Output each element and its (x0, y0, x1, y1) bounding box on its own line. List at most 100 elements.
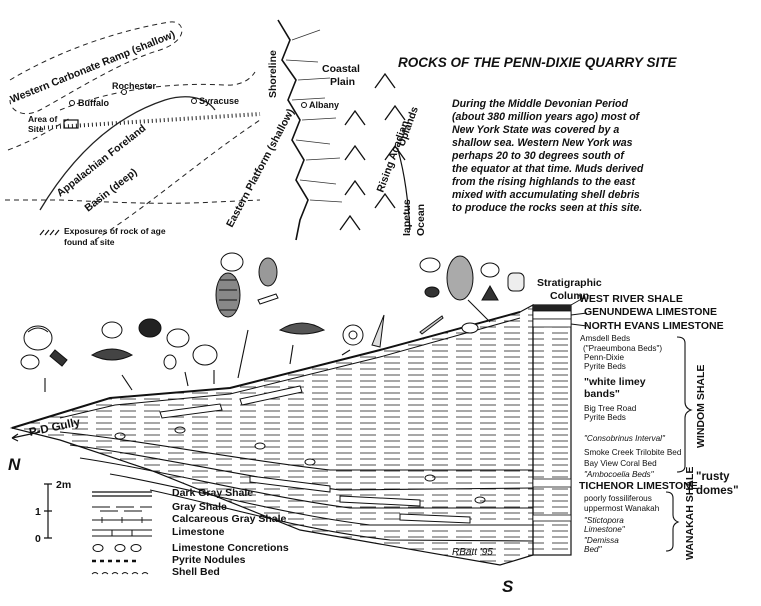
surface-shell-bed (11, 311, 521, 429)
brachiopod-icon (480, 262, 500, 278)
column-label-2: Column (550, 290, 589, 302)
description-line: from the rising highlands to the east (452, 176, 636, 188)
unit-label: "Ambocoelia Beds" (584, 470, 655, 479)
description-line: New York State was covered by a (452, 124, 620, 136)
description-line: to produce the rocks seen at this site. (452, 202, 643, 214)
coastal-label-1: Coastal (322, 63, 360, 75)
quarry-cross-section (9, 299, 534, 566)
artist-signature: RBatt '95 (452, 547, 493, 558)
paleogeography-map (5, 19, 411, 241)
pyrite-nodules-legend-item: Pyrite Nodules (92, 554, 246, 566)
albany-label: Albany (309, 100, 339, 110)
gray-shale-legend-item: Gray Shale (92, 501, 227, 513)
exposure-symbol (39, 229, 60, 236)
concretion-symbol (92, 544, 104, 552)
shoreline-label: Shoreline (267, 50, 279, 98)
dark-gray-shale-symbol (92, 491, 152, 497)
ramp-boundary (9, 21, 183, 115)
scale-top-label: 2m (56, 479, 71, 491)
coastal-plain-hatch (285, 29, 343, 203)
unit-label: Amsdell Beds (580, 334, 630, 343)
coral-icon (49, 349, 68, 367)
unit-label: Bed" (584, 545, 603, 554)
rusty-domes-label-2: domes" (696, 485, 739, 497)
unit-label: poorly fossiliferous (584, 494, 652, 503)
limestone-bands (159, 385, 471, 524)
limestone-symbol (92, 529, 152, 537)
brachiopod-icon (138, 318, 162, 338)
bed-lines (59, 431, 534, 542)
column-bracket-arrows (570, 296, 588, 327)
unit-label: TICHENOR LIMESTONE (579, 480, 698, 492)
coral-icon (424, 286, 440, 298)
crinoid-icon (257, 293, 279, 305)
coral-icon (481, 284, 499, 301)
unit-label: ("Praeumbona Beds") (583, 344, 662, 353)
unit-label: "white limey (584, 376, 646, 388)
cone-shell-icon (371, 314, 385, 348)
area-of-label: Area of (28, 114, 57, 124)
brachiopod-icon (461, 322, 479, 334)
legend-label: Gray Shale (172, 501, 227, 513)
concretion-symbol (130, 544, 142, 552)
unit-label: GENUNDEWA LIMESTONE (584, 306, 717, 318)
unit-label: Pyrite Beds (584, 362, 626, 371)
buffalo-marker (69, 100, 75, 106)
concretions (114, 426, 486, 504)
shell-bed-legend-item: Shell Bed (91, 566, 220, 578)
limestone-legend-item: Limestone (92, 526, 225, 538)
wanakah-shale-label: WANAKAH SHALE (684, 467, 696, 560)
legend-label: Pyrite Nodules (172, 554, 246, 566)
scale-bar (44, 483, 52, 539)
north-label: N (8, 455, 21, 474)
syracuse-marker (191, 98, 197, 104)
bryozoan-icon (507, 272, 525, 292)
trilobite-icon (215, 272, 241, 318)
shell-bed-symbol (91, 572, 149, 575)
south-label: S (502, 577, 514, 596)
iapetus-margin (397, 149, 411, 231)
syracuse-label: Syracuse (199, 96, 239, 106)
state-boundary-north (59, 71, 256, 111)
unit-label: Limestone" (584, 525, 626, 534)
state-boundary-south (5, 199, 261, 204)
description-line: (about 380 million years ago) most of (452, 111, 640, 123)
column-top-shale (533, 305, 571, 311)
exposure-label-2: found at site (64, 237, 115, 247)
dark-gray-shale-legend-item: Dark Gray Shale (92, 487, 253, 499)
unit-label: "Stictopora (584, 516, 624, 525)
column-tichenor (532, 478, 572, 488)
legend-label: Limestone (172, 526, 225, 538)
legend-label: Shell Bed (172, 566, 220, 578)
outcrop-belt (39, 112, 261, 130)
description-line: During the Middle Devonian Period (452, 98, 628, 110)
platform-edge (94, 119, 261, 241)
scale-mid-label: 1 (35, 506, 41, 518)
diagram-title: ROCKS OF THE PENN-DIXIE QUARRY SITE (398, 55, 678, 70)
scale-bottom-label: 0 (35, 533, 41, 545)
brachiopod-icon (163, 354, 177, 370)
calcareous-gray-shale-symbol (92, 517, 152, 523)
foreland-label-1: Appalachian Foreland (54, 122, 148, 199)
spiriferid-icon (90, 348, 134, 361)
unit-label: uppermost Wanakah (584, 504, 660, 513)
unit-label: "Demissa (584, 536, 619, 545)
fossil-drawings (20, 252, 525, 370)
spiriferid-icon (278, 322, 326, 335)
legend-label: Limestone Concretions (172, 542, 289, 554)
rusty-domes-label-1: "rusty (696, 471, 730, 483)
unit-label: Smoke Creek Trilobite Bed (584, 448, 682, 457)
fossil-arrows (44, 299, 491, 392)
brachiopod-icon (419, 257, 441, 273)
iapetus-label-1: Iapetus (401, 199, 413, 236)
brachiopod-icon (101, 321, 123, 339)
column-label-1: Stratigraphic (537, 277, 602, 289)
rochester-marker (121, 89, 127, 95)
stratigraphic-column (532, 296, 588, 556)
iapetus-label-2: Ocean (415, 204, 427, 236)
unit-label: Pyrite Beds (584, 413, 626, 422)
column-genundewa (532, 310, 572, 320)
